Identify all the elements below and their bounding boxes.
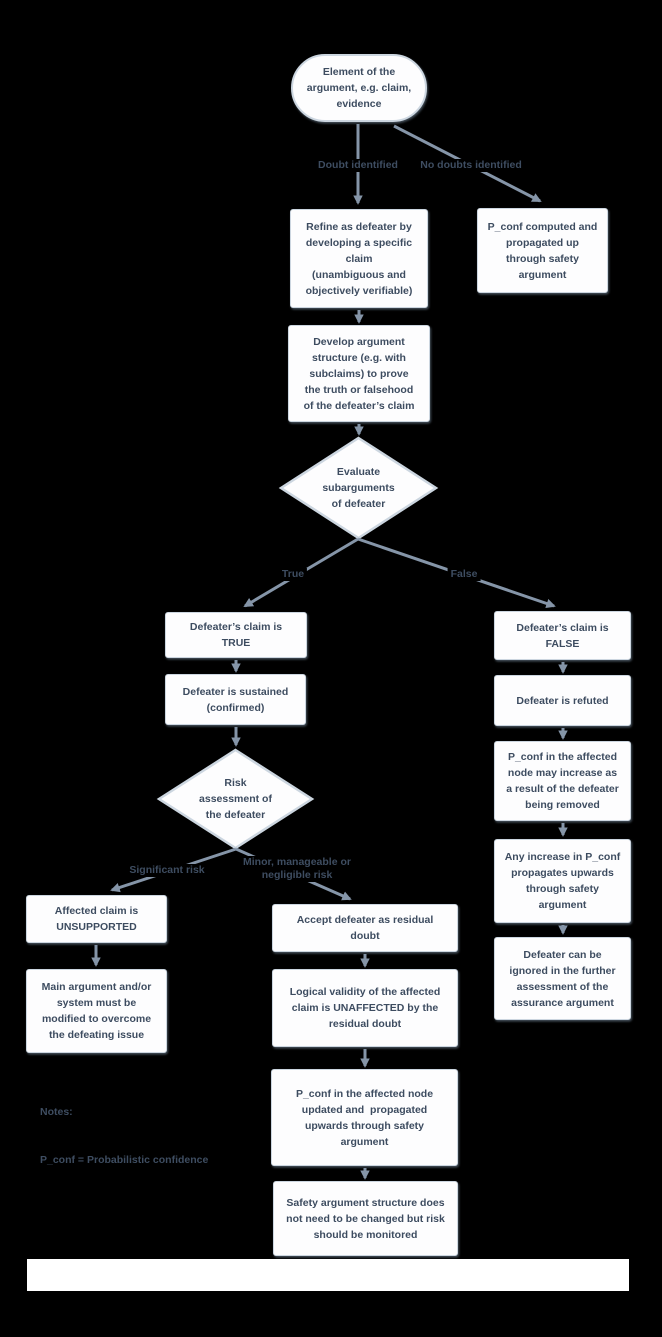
- decision-evaluate-subarguments: Evaluate subarguments of defeater: [322, 466, 395, 510]
- edge-label-significant-risk: Significant risk: [126, 864, 208, 877]
- edge-label-minor-risk: Minor, manageable or negligible risk: [240, 856, 354, 882]
- node-defeater-claim-false: Defeater’s claim is FALSE: [494, 611, 631, 660]
- node-pconf-computed: P_conf computed and propagated up throug…: [477, 208, 608, 293]
- node-develop-argument-structure: Develop argument structure (e.g. with su…: [288, 325, 430, 422]
- edge-label-doubt-identified: Doubt identified: [315, 159, 401, 172]
- node-pconf-updated: P_conf in the affected node updated and …: [271, 1069, 458, 1166]
- node-pconf-may-increase: P_conf in the affected node may increase…: [494, 741, 631, 821]
- edge-label-false: False: [447, 568, 481, 581]
- node-logical-validity-unaffected: Logical validity of the affected claim i…: [272, 969, 458, 1047]
- node-defeater-ignored: Defeater can be ignored in the further a…: [494, 937, 631, 1020]
- footer-bar: [27, 1259, 629, 1291]
- notes-heading: Notes:: [40, 1106, 73, 1118]
- decision-risk-assessment: Risk assessment of the defeater: [199, 777, 272, 821]
- node-any-increase-propagates: Any increase in P_conf propagates upward…: [494, 839, 631, 923]
- node-affected-claim-unsupported: Affected claim is UNSUPPORTED: [26, 895, 167, 943]
- node-defeater-sustained: Defeater is sustained (confirmed): [165, 674, 306, 725]
- edge-label-true: True: [278, 568, 308, 581]
- node-argument-element: Element of the argument, e.g. claim, evi…: [291, 54, 427, 122]
- node-refine-as-defeater: Refine as defeater by developing a speci…: [290, 209, 428, 308]
- notes-block: Notes: P_conf = Probabilistic confidence: [40, 1072, 208, 1200]
- notes-definition: P_conf = Probabilistic confidence: [40, 1154, 209, 1166]
- node-defeater-claim-true: Defeater’s claim is TRUE: [165, 612, 307, 658]
- node-main-argument-modified: Main argument and/or system must be modi…: [26, 969, 167, 1053]
- edge-label-no-doubts-identified: No doubts identified: [417, 159, 525, 172]
- node-defeater-refuted: Defeater is refuted: [494, 675, 631, 726]
- node-safety-structure-unchanged: Safety argument structure does not need …: [273, 1181, 458, 1256]
- node-accept-residual-doubt: Accept defeater as residual doubt: [272, 904, 458, 952]
